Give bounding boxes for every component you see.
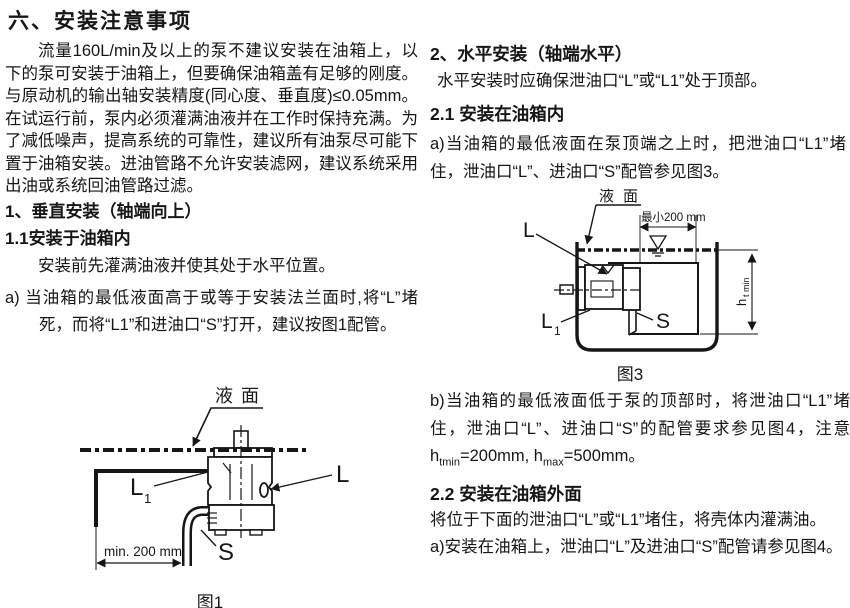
oil-tank-outline [575, 242, 719, 352]
liquid-label-leader [192, 407, 263, 447]
figure1-caption: 图1 [196, 593, 224, 608]
item-b-horizontal: b)当油箱的最低液面低于泵的顶部时，将泄油口“L1”堵住，泄油口“L”、进油口“… [430, 388, 850, 477]
figure3-drawing [535, 204, 758, 352]
item-a-horizontal: a)当油箱的最低液面在泵顶端之上时，把泄油口“L1”堵住，泄油口“L”、进油口“… [430, 135, 846, 181]
page-title: 六、安装注意事项 [8, 10, 192, 33]
intro-paragraph: 流量160L/min及以上的泵不建议安装在油箱上，以下的泵可安装于油箱上，但要确… [5, 42, 418, 195]
dim-h-label: h [734, 299, 749, 306]
figure1-drawing [80, 407, 333, 570]
liquid-surface-label: 液面 [599, 188, 647, 205]
liquid-label-leader [584, 204, 641, 245]
item-a-outside-tank: a)安装在油箱上，泄油口“L”及进油口“S”配管请参见图4。 [430, 537, 843, 556]
label-l-leader [270, 474, 333, 492]
item-b-text-mid: =200mm, h [459, 447, 543, 465]
heading-vertical-install: 1、垂直安装（轴端向上） [5, 201, 202, 221]
port-l-label: L [523, 219, 535, 242]
port-l1-subscript: 1 [144, 491, 151, 506]
pump-body [559, 264, 641, 311]
label-s-leader [200, 529, 217, 547]
pump-inner-detail [207, 462, 253, 524]
para-drain-port-top: 水平安装时应确保泄油口“L”或“L1”处于顶部。 [437, 72, 768, 90]
item-b-text-post: =500mm。 [563, 447, 645, 465]
port-l-opening [259, 482, 269, 498]
item-b-sub-tmin: tmin [439, 456, 460, 469]
right-column-top: 2、水平安装（轴端水平） 水平安装时应确保泄油口“L”或“L1”处于顶部。 2.… [430, 42, 846, 186]
port-l1-label: L [541, 310, 553, 333]
dim-h-min [700, 249, 758, 335]
dim-top-label: 最小200 mm [641, 211, 706, 224]
port-l1-subscript: 1 [554, 324, 561, 338]
para-fill-oil: 安装前先灌满油液并使其处于水平位置。 [38, 256, 335, 275]
right-column-bottom: b)当油箱的最低液面低于泵的顶部时，将泄油口“L1”堵住，泄油口“L”、进油口“… [430, 388, 850, 561]
heading-2-2-outside-tank: 2.2 安装在油箱外面 [430, 483, 582, 504]
pump-inner-detail [590, 280, 614, 298]
port-s-label: S [218, 539, 234, 566]
dim-200mm-label: min. 200 mm [104, 544, 182, 559]
port-s-label: S [656, 310, 670, 333]
heading-2-1-in-tank: 2.1 安装在油箱内 [430, 104, 565, 124]
figure1-vertical-install-diagram: 液面 L L 1 S min. 200 mm [80, 386, 349, 570]
pump-flange [577, 266, 586, 311]
liquid-surface-label: 液面 [215, 386, 267, 406]
para-plug-lower-port: 将位于下面的泄油口“L”或“L1”堵住，将壳体内灌满油。 [430, 510, 827, 529]
label-l1-leader [560, 309, 591, 323]
left-column: 流量160L/min及以上的泵不建议安装在油箱上，以下的泵可安装于油箱上，但要确… [5, 40, 418, 340]
label-s-leader [636, 312, 654, 321]
port-l1-label: L [130, 474, 143, 501]
suction-pipe [182, 506, 210, 566]
item-b-sub-max: max [542, 456, 564, 469]
item-a-vertical: a) 当油箱的最低液面高于或等于安装法兰面时,将“L”堵死，而将“L1”和进油口… [5, 288, 418, 335]
inner-chamber [608, 262, 699, 335]
figure3-caption: 图3 [616, 365, 644, 384]
label-l1-leader [153, 471, 209, 487]
item-b-text-pre: b)当油箱的最低液面低于泵的顶部时，将泄油口“L1”堵住，泄油口“L”、进油口“… [430, 392, 850, 465]
label-l-leader [535, 233, 608, 275]
dim-top-200mm [639, 215, 697, 262]
drain-pipe [94, 469, 208, 527]
figure3-horizontal-install-diagram: 液面 最小200 mm L L 1 S h t min [523, 188, 758, 352]
port-l-label: L [336, 461, 349, 488]
level-symbol [648, 235, 668, 257]
dim-h-subscript: t min [741, 277, 751, 297]
heading-install-in-tank: 1.1安装于油箱内 [5, 228, 131, 248]
heading-horizontal-install: 2、水平安装（轴端水平） [430, 44, 633, 64]
